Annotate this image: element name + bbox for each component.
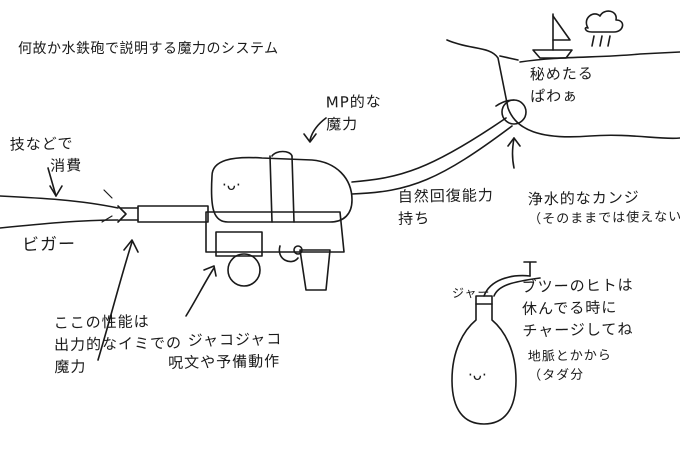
water-bottle	[451, 295, 517, 425]
filter-ball	[501, 99, 527, 125]
bottle-face: ·ᴗ·	[468, 366, 487, 384]
mp-equivalent-label: MP的な 魔力	[325, 92, 382, 134]
cloud-icon	[584, 10, 624, 47]
recharge-label: ブツーのヒトは 休んでる時に チャージしてね	[521, 276, 634, 340]
natural-recovery-label: 自然回復能力 持ち	[397, 186, 494, 228]
water-gun	[117, 150, 353, 291]
gun-face: ·ᴗ·	[222, 176, 241, 194]
arrows	[47, 99, 521, 361]
technique-consumption-label: 技などで 消費	[9, 134, 83, 175]
faucet-icon	[483, 261, 541, 297]
chanting-label: ジャコジャコ 呪文や予備動作	[168, 330, 283, 372]
splash-label: ジャー	[451, 285, 491, 301]
cliff-reservoir	[446, 10, 680, 140]
pipe	[351, 117, 513, 195]
beam	[0, 189, 119, 229]
purifying-label: 浄水的なカンジ （そのままでは使えない	[527, 188, 680, 228]
sailboat-icon	[532, 13, 573, 59]
performance-label: ここの性能は 出力的なイミでの 魔力	[53, 312, 183, 376]
hidden-power-label: 秘めたる ぱわぁ	[529, 64, 594, 106]
beam-label: ビガー	[21, 234, 77, 256]
page-title: 何故か水鉄砲で説明する魔力のシステム	[18, 41, 279, 57]
ley-lines-label: 地脈とかから （タダ分	[527, 348, 612, 384]
